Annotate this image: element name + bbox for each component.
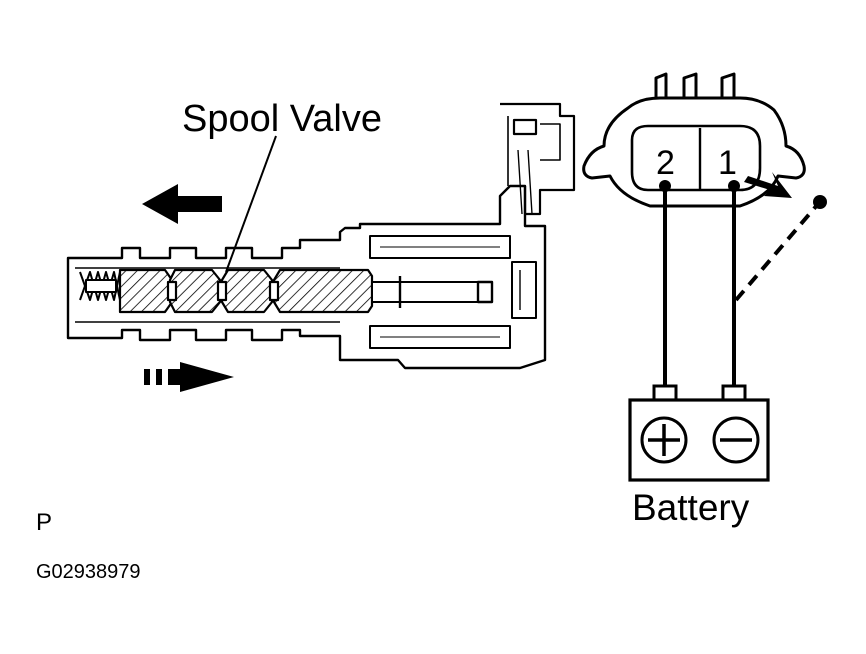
- callout-leader-line: [225, 135, 277, 273]
- arrow-left-solid-icon: [142, 184, 222, 224]
- callout-label: Spool Valve: [182, 98, 382, 140]
- spring: [79, 271, 121, 301]
- terminal-1-label: 1: [718, 144, 737, 182]
- arrow-right-dashed-icon: [144, 362, 234, 392]
- spool: [118, 268, 374, 314]
- terminal-1-dot: [728, 180, 740, 192]
- plunger-rod: [371, 281, 491, 303]
- terminal-2-dot: [659, 180, 671, 192]
- figure-code: G02938979: [36, 561, 141, 583]
- battery-post-negative: [721, 384, 747, 402]
- battery: [628, 384, 770, 482]
- coil: [369, 235, 537, 349]
- valve-connector: [500, 102, 576, 216]
- wire-connector: [582, 72, 806, 208]
- dashed-lead: [734, 195, 827, 302]
- terminal-2-label: 2: [656, 144, 675, 182]
- battery-post-positive: [652, 384, 678, 402]
- battery-label: Battery: [632, 487, 750, 528]
- arrow-right-curved-icon: [744, 172, 792, 198]
- solenoid-valve: [66, 102, 576, 370]
- test-leads: [663, 190, 736, 388]
- corner-letter: P: [36, 509, 52, 536]
